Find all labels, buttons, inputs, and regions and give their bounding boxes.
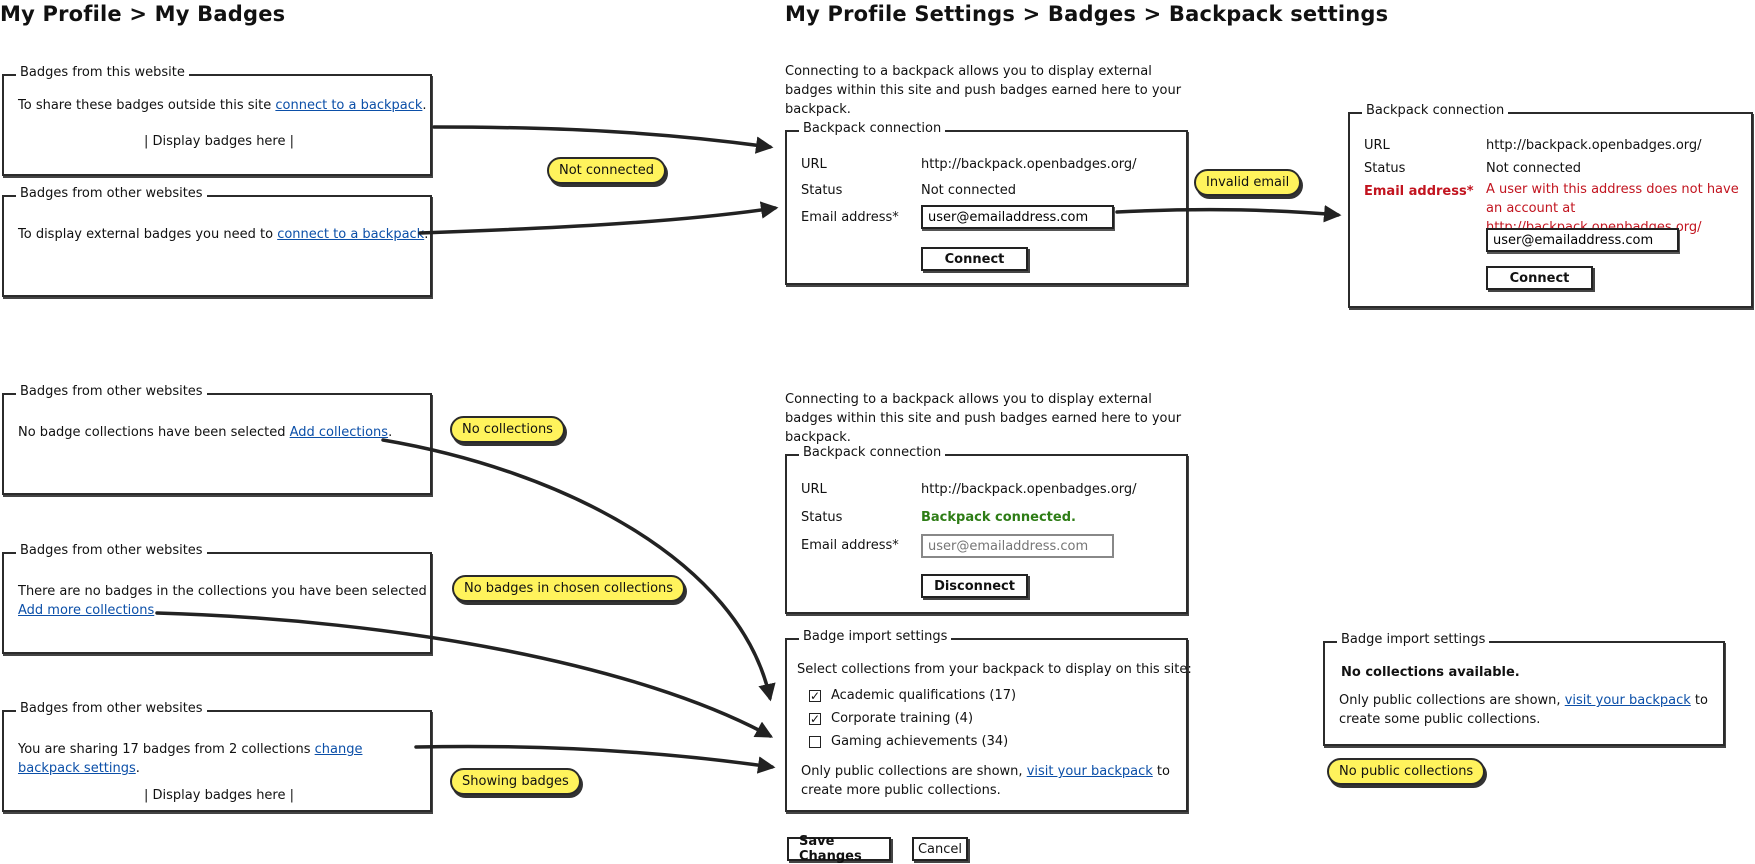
email-input[interactable] [921,205,1114,229]
panel-legend: Badges from other websites [16,186,207,201]
other-badges-panel-sharing: Badges from other websites You are shari… [2,701,432,812]
badges-placeholder: | Display badges here | [144,134,294,149]
connect-button[interactable]: Connect [921,247,1028,271]
email-input-disabled [921,534,1114,558]
site-badges-panel: Badges from this website To share these … [2,65,432,176]
connect-backpack-link[interactable]: connect to a backpack [277,227,425,242]
visit-backpack-link[interactable]: visit your backpack [1026,764,1153,779]
visit-backpack-link[interactable]: visit your backpack [1564,693,1691,708]
note-no-badges-chosen: No badges in chosen collections [452,575,686,602]
no-collections-headline: No collections available. [1341,665,1520,680]
panel-legend: Badge import settings [1337,632,1490,647]
backpack-connection-panel: Backpack connection URL http://backpack.… [785,121,1188,285]
panel-legend: Badges from this website [16,65,189,80]
note-no-collections: No collections [450,416,565,443]
badges-placeholder: | Display badges here | [144,788,294,803]
note-not-connected: Not connected [547,157,666,184]
collection-label: Gaming achievements (34) [831,734,1009,749]
arrow-icon [414,744,776,774]
panel-legend: Backpack connection [1362,103,1509,118]
note-showing-badges: Showing badges [450,768,581,795]
connect-button[interactable]: Connect [1486,266,1593,290]
email-label-error: Email address* [1364,184,1474,199]
panel-legend: Backpack connection [799,121,946,136]
panel-text: There are no badges in the collections y… [18,584,427,599]
import-instruction: Select collections from your backpack to… [797,662,1192,677]
status-value: Not connected [921,183,1016,198]
change-backpack-settings-link[interactable]: change backpack settings [18,742,363,776]
save-changes-button[interactable]: Save Changes [787,834,891,864]
badge-import-settings-panel: Badge import settings Select collections… [785,629,1192,812]
add-collections-link[interactable]: Add collections [289,425,389,440]
email-label: Email address* [801,538,899,553]
cancel-button[interactable]: Cancel [912,837,968,861]
panel-legend: Badges from other websites [16,384,207,399]
panel-text: To display external badges you need to c… [18,227,429,242]
other-badges-panel-empty: Badges from other websites There are no … [2,543,432,654]
checkbox-checked-icon[interactable]: ✓ [809,712,821,726]
badge-import-settings-empty-panel: Badge import settings No collections ava… [1323,632,1725,746]
status-value-connected: Backpack connected. [921,510,1076,525]
panel-text: No badge collections have been selected … [18,425,393,440]
import-footer: Only public collections are shown, visit… [1339,693,1708,727]
url-value: http://backpack.openbadges.org/ [921,157,1137,172]
checkbox-unchecked-icon[interactable] [809,736,821,748]
status-label: Status [1364,161,1406,176]
panel-legend: Badges from other websites [16,701,207,716]
backpack-intro-text: Connecting to a backpack allows you to d… [785,392,1182,445]
collection-label: Academic qualifications (17) [831,688,1017,703]
add-more-collections-link[interactable]: Add more collections [18,603,155,618]
arrow-icon [418,201,779,235]
panel-link-line: Add more collections. [18,603,159,618]
backpack-connection-connected-panel: Backpack connection URL http://backpack.… [785,445,1188,614]
disconnect-button[interactable]: Disconnect [921,574,1028,598]
import-footer: Only public collections are shown, visit… [801,764,1170,798]
backpack-connection-error-panel: Backpack connection URL http://backpack.… [1348,103,1753,308]
other-badges-panel-no-collections: Badges from other websites No badge coll… [2,384,432,495]
email-input[interactable] [1486,228,1679,252]
status-value: Not connected [1486,161,1581,176]
panel-legend: Badges from other websites [16,543,207,558]
email-label: Email address* [801,210,899,225]
note-no-public-collections: No public collections [1327,758,1486,785]
other-badges-panel-disconnected: Badges from other websites To display ex… [2,186,432,297]
url-value: http://backpack.openbadges.org/ [1486,138,1702,153]
collection-label: Corporate training (4) [831,711,974,726]
panel-legend: Backpack connection [799,445,946,460]
backpack-intro-text: Connecting to a backpack allows you to d… [785,64,1182,117]
checkbox-checked-icon[interactable]: ✓ [809,689,821,703]
url-label: URL [801,157,827,172]
panel-legend: Badge import settings [799,629,952,644]
right-page-title: My Profile Settings > Badges > Backpack … [785,2,1389,26]
status-label: Status [801,183,843,198]
note-invalid-email: Invalid email [1194,169,1302,196]
panel-text: You are sharing 17 badges from 2 collect… [18,742,363,776]
arrow-icon [381,438,776,702]
panel-text: To share these badges outside this site … [18,98,427,113]
connect-backpack-link[interactable]: connect to a backpack [275,98,423,113]
left-page-title: My Profile > My Badges [0,2,286,26]
arrow-icon [432,125,774,154]
url-label: URL [1364,138,1390,153]
status-label: Status [801,510,843,525]
url-label: URL [801,482,827,497]
url-value: http://backpack.openbadges.org/ [921,482,1137,497]
